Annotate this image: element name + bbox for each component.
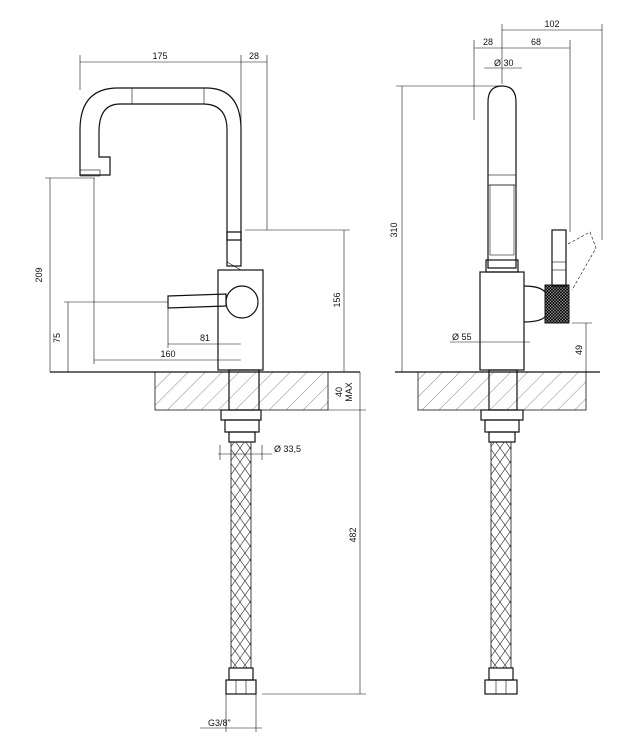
front-deck (154, 371, 329, 411)
front-lever (167, 293, 227, 309)
dim-spout-height: 209 (34, 267, 44, 282)
front-spout (79, 87, 242, 241)
dim-side-offset: 28 (483, 37, 493, 47)
dim-lever-axis-height: 75 (52, 333, 62, 343)
dim-lever-offset: 68 (531, 37, 541, 47)
dim-spout-diameter: Ø 30 (494, 58, 514, 68)
dim-deck-max: MAX (344, 382, 354, 402)
dim-lever-height: 156 (332, 292, 342, 307)
dim-hose-length: 482 (348, 527, 358, 542)
dim-deck-thickness: 40 (334, 387, 344, 397)
dim-lever-reach: 102 (544, 19, 559, 29)
dim-spout-reach: 175 (152, 51, 167, 61)
front-view: 175 28 209 75 156 81 160 (34, 51, 366, 732)
front-hose (230, 441, 252, 669)
side-hose (490, 441, 512, 669)
side-hose-nut (484, 679, 518, 695)
side-lever (551, 229, 567, 287)
side-deck (417, 371, 587, 411)
front-body (217, 269, 264, 371)
dim-body-diameter: Ø 55 (452, 332, 472, 342)
front-lever-knob (225, 285, 259, 319)
dim-hose-diameter: Ø 33,5 (274, 444, 301, 454)
side-view: 102 28 68 Ø 30 310 Ø 55 (389, 19, 603, 695)
side-lever-knob (544, 284, 570, 324)
dim-lever-reach-long: 160 (160, 349, 175, 359)
dim-connection: G3/8" (208, 718, 231, 728)
dim-lever-angle-height: 49 (574, 345, 584, 355)
front-hose-nut (225, 679, 257, 695)
dim-body-offset: 28 (249, 51, 259, 61)
dim-total-height: 310 (389, 222, 399, 237)
side-spout (487, 85, 517, 269)
dim-lever-reach-short: 81 (200, 333, 210, 343)
side-body (479, 271, 525, 371)
